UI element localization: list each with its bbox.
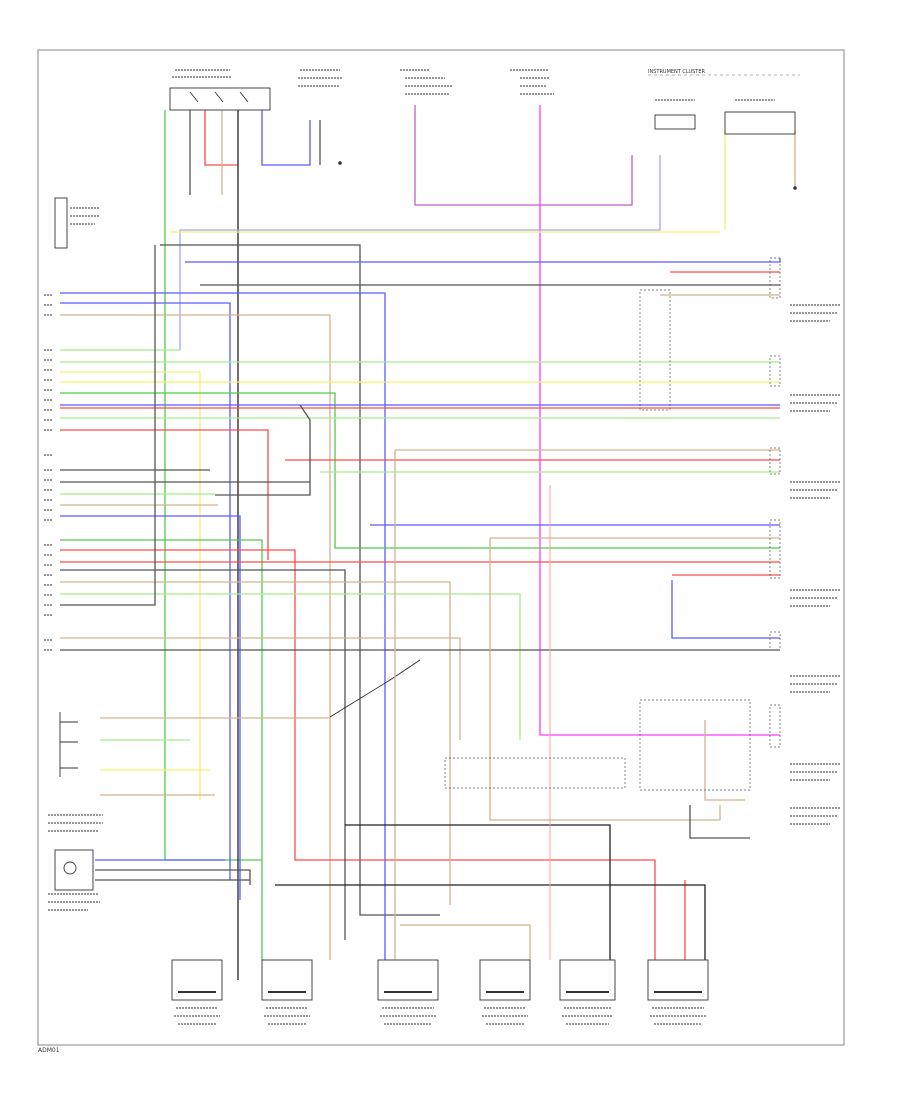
component-5 (639, 289, 671, 411)
wire-26 (60, 392, 780, 549)
wire-14 (160, 244, 440, 916)
wire-3 (204, 110, 238, 166)
motor-symbol (63, 861, 77, 875)
wire-64 (275, 884, 706, 960)
component-layer (54, 87, 797, 1001)
component-6 (769, 257, 781, 299)
component-14 (377, 959, 439, 1001)
component-9 (769, 519, 781, 579)
wire-8 (414, 105, 633, 206)
wire-6 (261, 110, 311, 166)
diagram-code: ADM01 (38, 1047, 60, 1054)
wire-58 (95, 869, 251, 885)
ground-point (338, 161, 342, 165)
component-15 (479, 959, 531, 1001)
wire-47 (60, 593, 521, 740)
wire-21 (60, 314, 331, 960)
label-layer: INSTRUMENT CLUSTER (44, 69, 840, 1025)
relay-switch-contacts (189, 91, 249, 103)
wire-15 (185, 258, 781, 263)
component-0 (169, 87, 271, 111)
wire-10 (179, 155, 661, 350)
wire-52 (329, 659, 421, 718)
component-11 (769, 704, 781, 748)
wire-19 (60, 292, 386, 960)
component-19 (639, 699, 751, 791)
wire-50 (60, 637, 461, 740)
component-4 (54, 849, 94, 891)
wire-48 (60, 245, 156, 606)
sensor-switch-left (59, 712, 78, 777)
diagram-frame (37, 49, 845, 1046)
wire-layer (60, 74, 800, 980)
wire-68 (400, 924, 531, 960)
wire-65 (704, 720, 745, 801)
component-16 (559, 959, 616, 1001)
wire-66 (689, 805, 750, 839)
wire-69 (299, 404, 311, 482)
component-13 (261, 959, 313, 1001)
component-7 (769, 355, 781, 387)
wire-49 (671, 580, 780, 639)
wire-42 (60, 549, 656, 960)
wire-9 (539, 105, 780, 736)
wire-24 (60, 371, 201, 800)
component-10 (769, 631, 781, 651)
component-18 (444, 757, 626, 789)
component-3 (54, 197, 68, 249)
wire-63 (345, 824, 611, 960)
wire-61 (489, 538, 721, 821)
component-12 (171, 959, 223, 1001)
instrument-cluster-label: INSTRUMENT CLUSTER (648, 69, 706, 75)
wire-38 (60, 515, 241, 900)
component-17 (647, 959, 709, 1001)
component-8 (769, 447, 781, 475)
ground-point-right (793, 186, 797, 190)
wire-46 (60, 581, 451, 905)
wire-20 (60, 302, 231, 880)
wire-30 (60, 429, 269, 560)
component-2 (724, 111, 796, 135)
component-1 (654, 114, 696, 130)
wire-41 (60, 539, 263, 860)
wire-35 (60, 481, 311, 496)
